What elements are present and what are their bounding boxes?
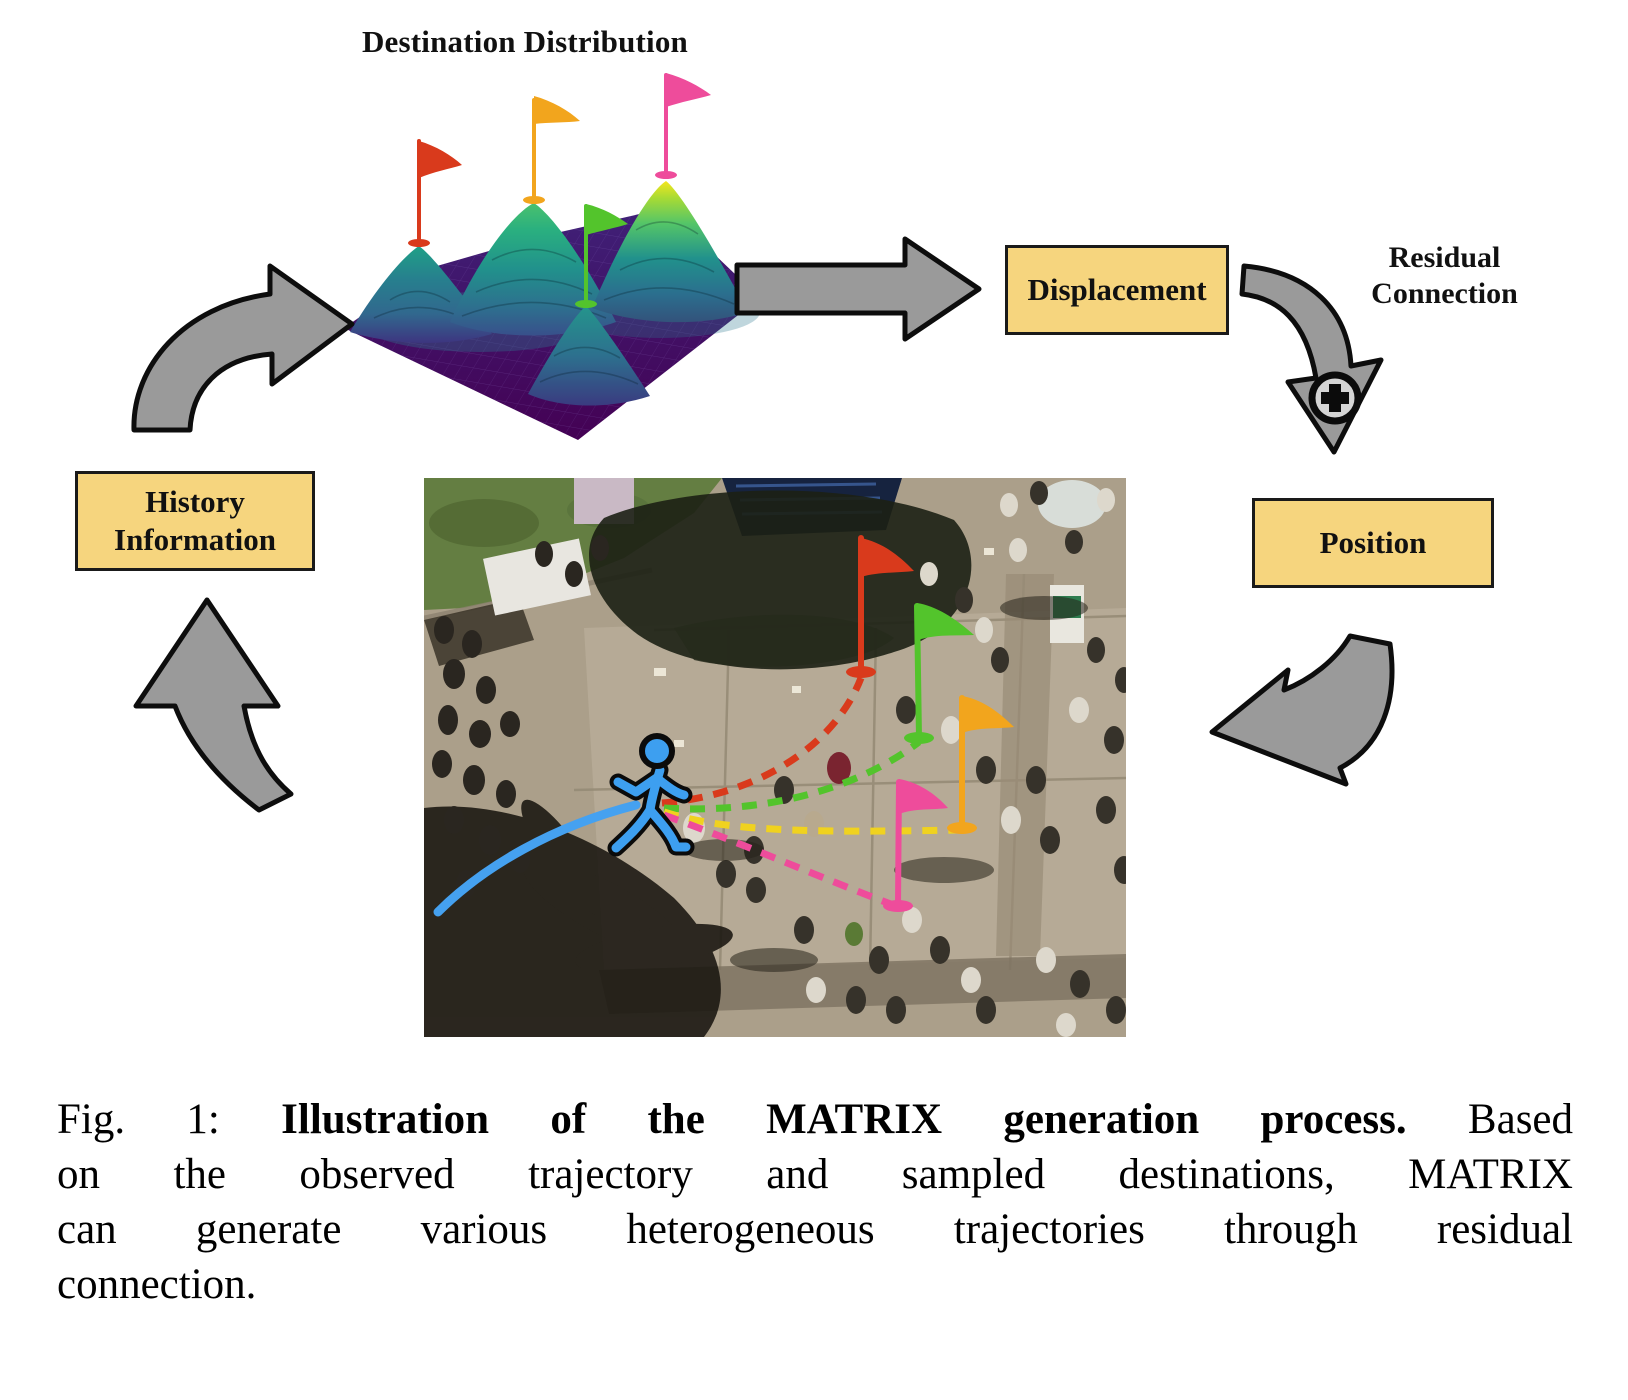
caption-line-3: can generate various heterogeneous traje…	[57, 1206, 1573, 1253]
walkway-band	[599, 954, 1126, 1014]
predicted-trajectory-pink	[662, 811, 898, 910]
position-box: Position	[1252, 498, 1494, 588]
caption-line-2: on the observed trajectory and sampled d…	[57, 1151, 1573, 1198]
surface-flag-pink	[655, 73, 711, 179]
red-hoodie-person	[827, 752, 851, 784]
street-lamp	[1038, 480, 1106, 528]
observed-trajectory	[433, 800, 641, 917]
arrow-photo-to-history	[133, 597, 294, 813]
pedestrian-head	[639, 733, 675, 769]
predicted-trajectory-yellow	[662, 808, 961, 835]
residual-add-icon	[1308, 371, 1362, 425]
surface-flag-orange	[523, 96, 580, 204]
surface-title: Destination Distribution	[361, 24, 689, 59]
scene-flag-green	[904, 603, 974, 744]
caption-line-1: Fig. 1: Illustration of the MATRIX gener…	[57, 1096, 1574, 1143]
surface-flag-green	[575, 204, 628, 308]
residual-connection-arrow	[1239, 263, 1384, 455]
pedestrian-icon	[607, 733, 695, 857]
white-board	[483, 538, 591, 616]
displacement-label: Displacement	[1027, 272, 1207, 308]
destination-distribution-surface	[344, 73, 760, 440]
arrow-position-to-photo	[1209, 633, 1395, 787]
displacement-box: Displacement	[1005, 245, 1229, 335]
residual-connection-label: Residual Connection	[1371, 241, 1518, 310]
surface-flag-red	[408, 139, 462, 247]
history-information-box: History Information	[75, 471, 315, 571]
scene-flag-orange	[947, 695, 1014, 834]
position-label: Position	[1319, 525, 1427, 561]
caption-line-4: connection.	[57, 1261, 257, 1308]
scene-photo	[424, 478, 1126, 1037]
scene-flag-pink	[883, 779, 948, 912]
litter	[654, 548, 994, 747]
arrow-history-to-distribution	[131, 263, 355, 433]
scene-flag-red	[846, 535, 914, 678]
surface-peak-tall-pink	[592, 181, 748, 323]
surface-peak-green	[528, 306, 650, 406]
predicted-trajectory-red	[661, 676, 865, 807]
arrow-distribution-to-displacement	[734, 236, 982, 342]
figure-caption: Fig. 1: Illustration of the MATRIX gener…	[57, 1092, 1573, 1312]
predicted-trajectory-green	[663, 739, 922, 813]
tree-shadow	[589, 490, 972, 670]
